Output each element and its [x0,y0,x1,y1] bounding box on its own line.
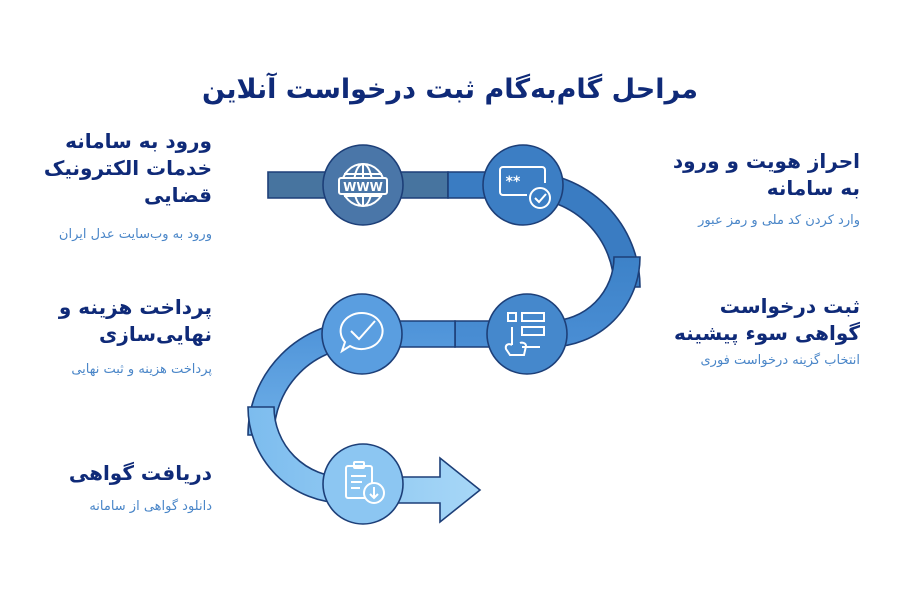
step-node-4 [321,293,403,375]
step-1-description: ورود به وب‌سایت عدل ایران [58,227,212,242]
step-3-description: انتخاب گزینه درخواست فوری [700,353,861,368]
svg-text:**: ** [506,174,521,190]
page-title: مراحل گام‌به‌گام ثبت درخواست آنلاین [202,74,698,105]
step-1-heading: ورود به سامانه خدمات الکترونیک قضایی [43,129,212,207]
step-node-1: WWW [322,144,404,226]
step-node-2: ** [482,144,564,226]
touch-form-icon [504,312,545,356]
step-node-5 [322,443,404,525]
step-2-heading: احراز هویت و ورود به سامانه [672,149,860,200]
road-segment-5-outline [247,406,482,524]
step-2-description: وارد کردن کد ملی و رمز عبور [698,213,860,228]
www-globe-icon: WWW [338,163,388,207]
road-segment-2 [447,171,641,288]
step-3-heading: ثبت درخواست گواهی سوء پیشینه [674,294,860,345]
chat-check-icon [339,311,384,354]
step-5-description: دانلود گواهی از سامانه [89,499,212,514]
document-download-icon [345,461,385,504]
road-segment-4 [247,320,456,436]
step-5-heading: دریافت گواهی [68,461,212,485]
svg-text:WWW: WWW [343,180,383,194]
password-check-icon: ** [499,166,551,209]
step-4-description: پرداخت هزینه و ثبت نهایی [71,362,212,377]
step-node-3 [486,293,568,375]
step-4-heading: پرداخت هزینه و نهایی‌سازی [58,295,212,346]
